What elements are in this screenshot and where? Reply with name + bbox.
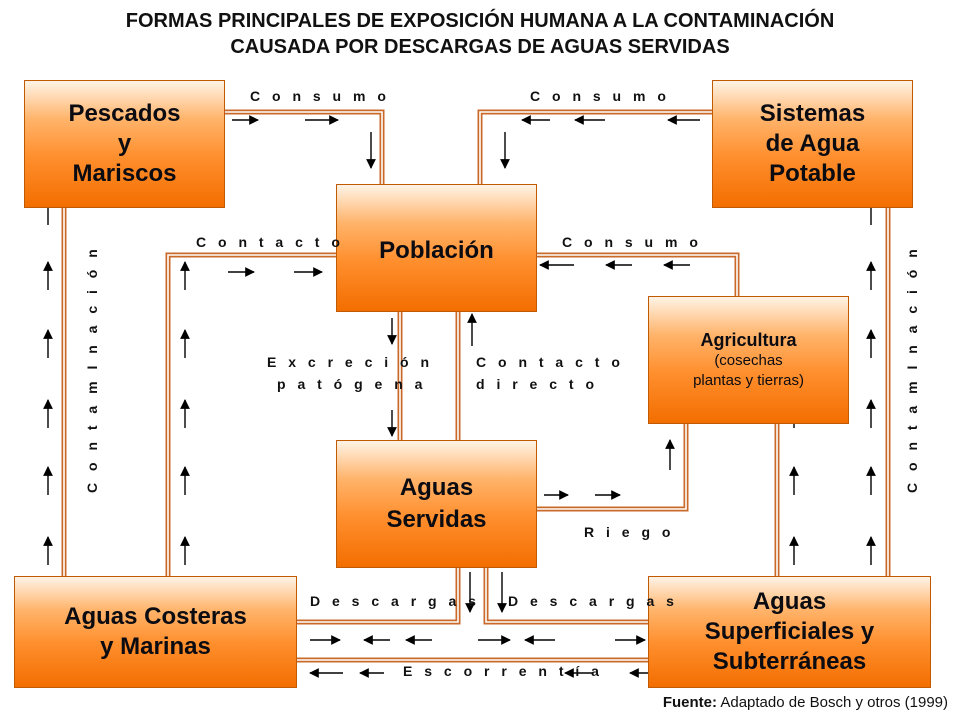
pipe-sistemas-poblacion-inner xyxy=(479,111,712,184)
label-descargas-right: D e s c a r g a s xyxy=(508,593,678,609)
pipe-servidas-costeras-inner xyxy=(297,568,459,623)
box-agricultura: Agricultura (cosechas plantas y tierras) xyxy=(648,296,849,424)
pipe-agricultura-poblacion xyxy=(537,252,740,296)
label-contacto-costeras: C o n t a c t o xyxy=(196,234,344,250)
box-sistemas-agua-potable: Sistemas de Agua Potable xyxy=(712,80,913,208)
box-sistemas-line-3: Potable xyxy=(769,160,856,187)
box-costeras-line-1: Aguas Costeras xyxy=(64,603,247,630)
pipe-pescados-poblacion xyxy=(225,109,385,184)
box-pescados-line-1: Pescados xyxy=(68,100,181,127)
label-contaminacion-left: C o n t a m I n a c i ó n xyxy=(84,245,100,493)
box-pescados-mariscos: Pescados y Mariscos xyxy=(24,80,225,208)
label-riego: R i e g o xyxy=(584,524,675,540)
title-line-2: CAUSADA POR DESCARGAS DE AGUAS SERVIDAS xyxy=(230,36,730,58)
label-consumo-agricultura: C o n s u m o xyxy=(562,234,702,250)
title-line-1: FORMAS PRINCIPALES DE EXPOSICIÓN HUMANA … xyxy=(125,10,835,32)
source-citation: Fuente: Adaptado de Bosch y otros (1999) xyxy=(663,694,948,711)
box-poblacion-line-1: Población xyxy=(379,237,494,264)
label-consumo-sistemas: C o n s u m o xyxy=(530,88,670,104)
box-poblacion: Población xyxy=(336,184,537,312)
pipe-sistemas-poblacion xyxy=(477,109,712,184)
label-contacto-directo-line-1: C o n t a c t o xyxy=(476,354,624,370)
box-superficiales-line-3: Subterráneas xyxy=(712,648,867,675)
pipe-servidas-superficiales-inner xyxy=(485,568,648,623)
label-excrecion-line-1: E x c r e c i ó n xyxy=(267,354,434,370)
box-aguas-superficiales-subterraneas: Aguas Superficiales y Subterráneas xyxy=(648,576,931,688)
label-excrecion-line-2: p a t ó g e n a xyxy=(277,376,427,392)
source-text: Adaptado de Bosch y otros (1999) xyxy=(717,694,948,711)
box-costeras-line-2: y Marinas xyxy=(100,633,211,660)
source-prefix: Fuente: xyxy=(662,694,718,711)
box-sistemas-line-2: de Agua xyxy=(765,130,860,157)
box-servidas-line-1: Aguas xyxy=(399,474,474,501)
label-contacto-directo-line-2: d i r e c t o xyxy=(476,376,599,392)
label-escorrentia: E s c o r r e n t í a xyxy=(403,663,603,679)
box-pescados-line-3: Mariscos xyxy=(72,160,177,187)
label-descargas-left: D e s c a r g a s xyxy=(310,593,480,609)
label-contaminacion-right: C o n t a m I n a c i ó n xyxy=(904,245,920,493)
box-pescados-line-2: y xyxy=(117,130,132,157)
pipe-costeras-poblacion xyxy=(165,252,336,576)
pipe-costeras-poblacion-inner xyxy=(167,254,336,576)
box-servidas-line-2: Servidas xyxy=(386,506,487,533)
pipe-servidas-agricultura-inner xyxy=(537,424,687,510)
box-agricultura-line-3: plantas y tierras) xyxy=(693,372,804,389)
box-agricultura-line-2: (cosechas xyxy=(714,352,783,369)
box-aguas-costeras-marinas: Aguas Costeras y Marinas xyxy=(14,576,297,688)
box-superficiales-line-1: Aguas xyxy=(752,588,827,615)
box-aguas-servidas: Aguas Servidas xyxy=(336,440,537,568)
label-consumo-pescados: C o n s u m o xyxy=(250,88,390,104)
box-sistemas-line-1: Sistemas xyxy=(759,100,866,127)
pipe-agricultura-poblacion-inner xyxy=(537,254,738,296)
pipe-pescados-poblacion-inner xyxy=(225,111,383,184)
diagram-title: FORMAS PRINCIPALES DE EXPOSICIÓN HUMANA … xyxy=(0,8,960,60)
pipe-servidas-agricultura xyxy=(537,424,689,512)
box-superficiales-line-2: Superficiales y xyxy=(704,618,875,645)
box-agricultura-line-1: Agricultura xyxy=(700,330,797,350)
